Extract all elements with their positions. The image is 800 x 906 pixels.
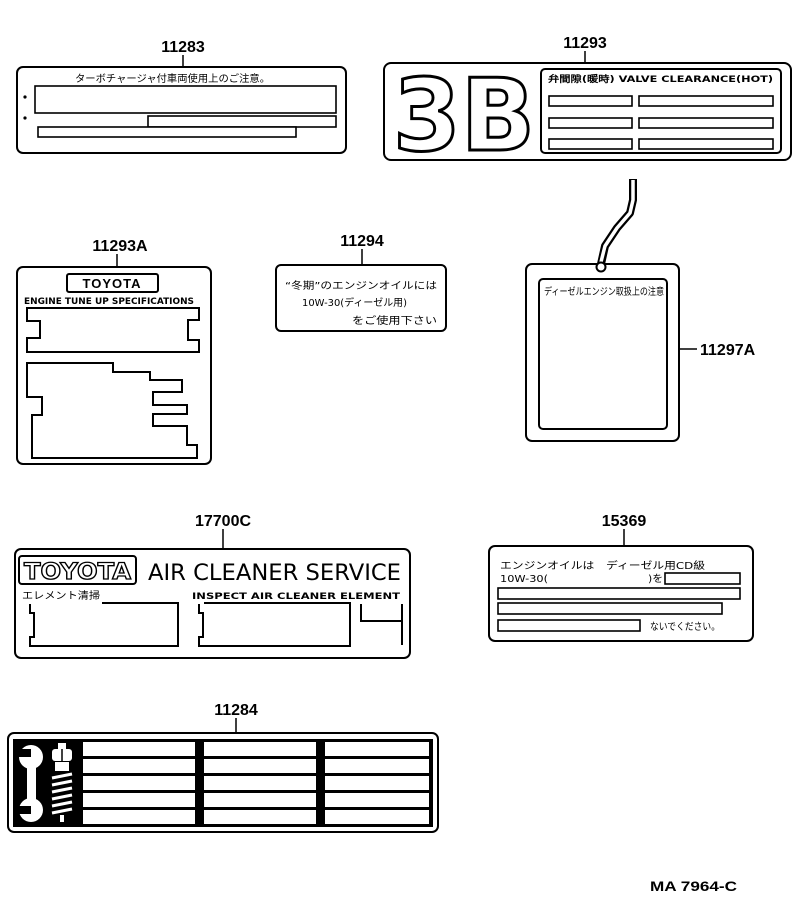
oil-suffix: )を <box>648 573 663 585</box>
text-field <box>664 572 741 585</box>
text-field <box>497 619 641 632</box>
tag-string-inner <box>599 180 635 263</box>
text-field <box>497 602 723 615</box>
part-number-11294: 11294 <box>340 233 384 250</box>
spec-cell <box>83 776 195 790</box>
spec-cell <box>325 810 429 824</box>
spec-field <box>638 138 774 150</box>
spec-cell <box>83 742 195 756</box>
part-11293a: 11293A TOYOTA ENGINE TUNE UP SPECIFICATI… <box>16 238 212 465</box>
spark-plug-icon <box>51 743 73 822</box>
label-plate <box>275 264 447 332</box>
part-11297a: ディーゼルエンジン取扱上の注意 11297A <box>525 179 756 442</box>
tag-heading: ディーゼルエンジン取扱上の注意 <box>544 285 664 298</box>
part-number-11297a: 11297A <box>700 342 756 359</box>
spec-column-3 <box>325 742 429 824</box>
label-line-3: をご使用下さい <box>352 314 437 327</box>
bullet-dot <box>23 95 27 99</box>
spec-field <box>548 138 633 150</box>
spec-cell <box>204 776 316 790</box>
bullet-dot <box>23 116 27 120</box>
part-11294: 11294 “冬期”のエンジンオイルには 10W-30(ディーゼル用) をご使用… <box>275 233 447 332</box>
oil-grade: 10W-30( <box>500 574 548 585</box>
service-field-1 <box>29 602 179 647</box>
text-field <box>37 126 297 138</box>
part-number-15369: 15369 <box>602 513 647 530</box>
text-field <box>34 85 337 114</box>
tag-string <box>597 179 637 265</box>
label-line-1: エンジンオイルは ディーゼル用CD級 <box>500 559 705 572</box>
spec-field <box>548 95 633 107</box>
part-11284: 11284 <box>7 702 439 833</box>
spec-cell <box>83 759 195 773</box>
spec-heading: ENGINE TUNE UP SPECIFICATIONS <box>24 297 194 307</box>
part-number-11293a: 11293A <box>92 238 148 255</box>
spec-header: 弁間隙(暖時) VALVE CLEARANCE(HOT) <box>548 73 773 85</box>
part-number-11283: 11283 <box>161 39 205 56</box>
label-line-1: “冬期”のエンジンオイルには <box>285 279 437 292</box>
spec-column-2 <box>204 742 316 824</box>
part-number-17700c: 17700C <box>195 513 251 530</box>
spec-field <box>638 95 774 107</box>
spec-cell <box>83 793 195 807</box>
label-jp: エレメント清掃 <box>22 589 100 602</box>
label-en: INSPECT AIR CLEANER ELEMENT <box>192 592 401 602</box>
spec-cell <box>204 742 316 756</box>
wrench-icon <box>16 745 43 822</box>
brand-name: TOYOTA <box>83 276 142 291</box>
engine-code: 3B <box>393 57 535 174</box>
spec-cell <box>325 759 429 773</box>
text-field <box>147 115 337 128</box>
part-11293: 11293 3B 弁間隙(暖時) VALVE CLEARANCE(HOT) <box>383 35 792 176</box>
part-number-11293: 11293 <box>563 35 607 52</box>
spec-area-upper <box>26 307 200 353</box>
part-number-11284: 11284 <box>214 702 258 719</box>
spec-cell <box>325 776 429 790</box>
part-17700c: 17700C TOYOTA AIR CLEANER SERVICE エレメント清… <box>14 513 411 659</box>
spec-cell <box>325 793 429 807</box>
figure-code: MA 7964-C <box>650 878 737 894</box>
spec-cell <box>325 742 429 756</box>
service-field-2 <box>198 602 351 647</box>
spec-field <box>548 117 633 129</box>
label-line-2: 10W-30(ディーゼル用) <box>302 296 407 309</box>
brand-box <box>66 273 159 293</box>
service-title: AIR CLEANER SERVICE <box>148 561 401 586</box>
brand-name: TOYOTA <box>24 560 131 585</box>
spec-cell <box>204 759 316 773</box>
spec-field <box>638 117 774 129</box>
label-closing: ないでください。 <box>650 621 720 633</box>
brand-box <box>18 555 137 585</box>
spec-column-1 <box>83 742 195 824</box>
tag-eyelet <box>595 261 607 273</box>
spec-cell <box>204 793 316 807</box>
service-field-3 <box>360 604 403 645</box>
spec-cell <box>83 810 195 824</box>
spec-cell <box>204 810 316 824</box>
part-11283: 11283 ターボチャージャ付車両使用上のご注意。 <box>16 39 347 154</box>
spec-area-lower <box>26 362 198 459</box>
text-field <box>497 587 741 600</box>
spec-panel <box>540 68 782 154</box>
part-15369: 15369 エンジンオイルは ディーゼル用CD級 10W-30( )を ないでく… <box>488 513 754 642</box>
label-caption: ターボチャージャ付車両使用上のご注意。 <box>75 72 270 85</box>
tag-panel <box>538 278 668 430</box>
